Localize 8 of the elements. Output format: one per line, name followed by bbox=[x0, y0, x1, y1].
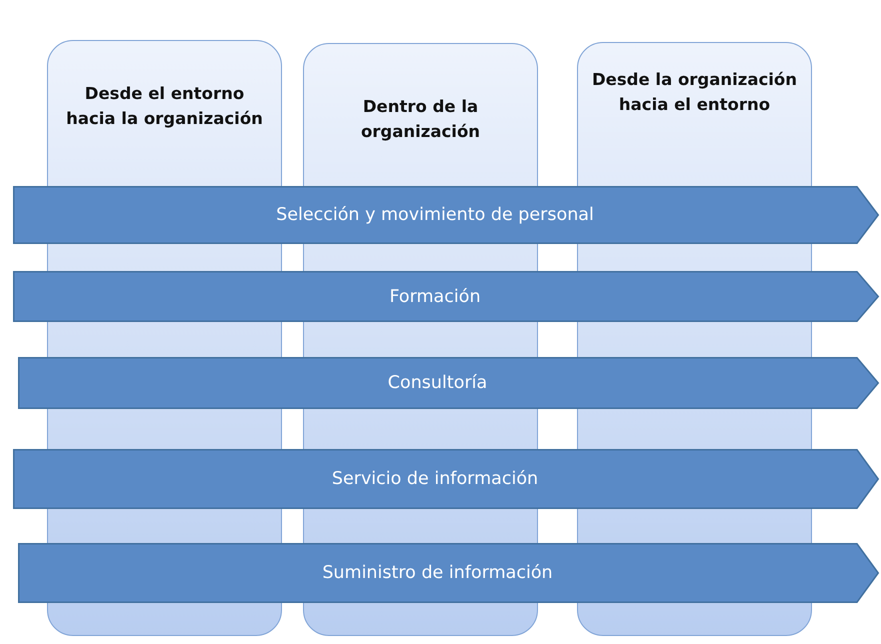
column-heading: Desde la organización hacia el entorno bbox=[590, 69, 798, 116]
column-heading: Dentro de la organización bbox=[360, 96, 482, 143]
column-heading: Desde el entorno hacia la organización bbox=[65, 83, 264, 130]
band-label: Selección y movimiento de personal bbox=[276, 205, 594, 225]
band-label: Suministro de información bbox=[322, 563, 553, 583]
band-label: Consultoría bbox=[388, 373, 488, 393]
band-label: Formación bbox=[389, 286, 481, 306]
band-label: Servicio de información bbox=[332, 469, 538, 489]
